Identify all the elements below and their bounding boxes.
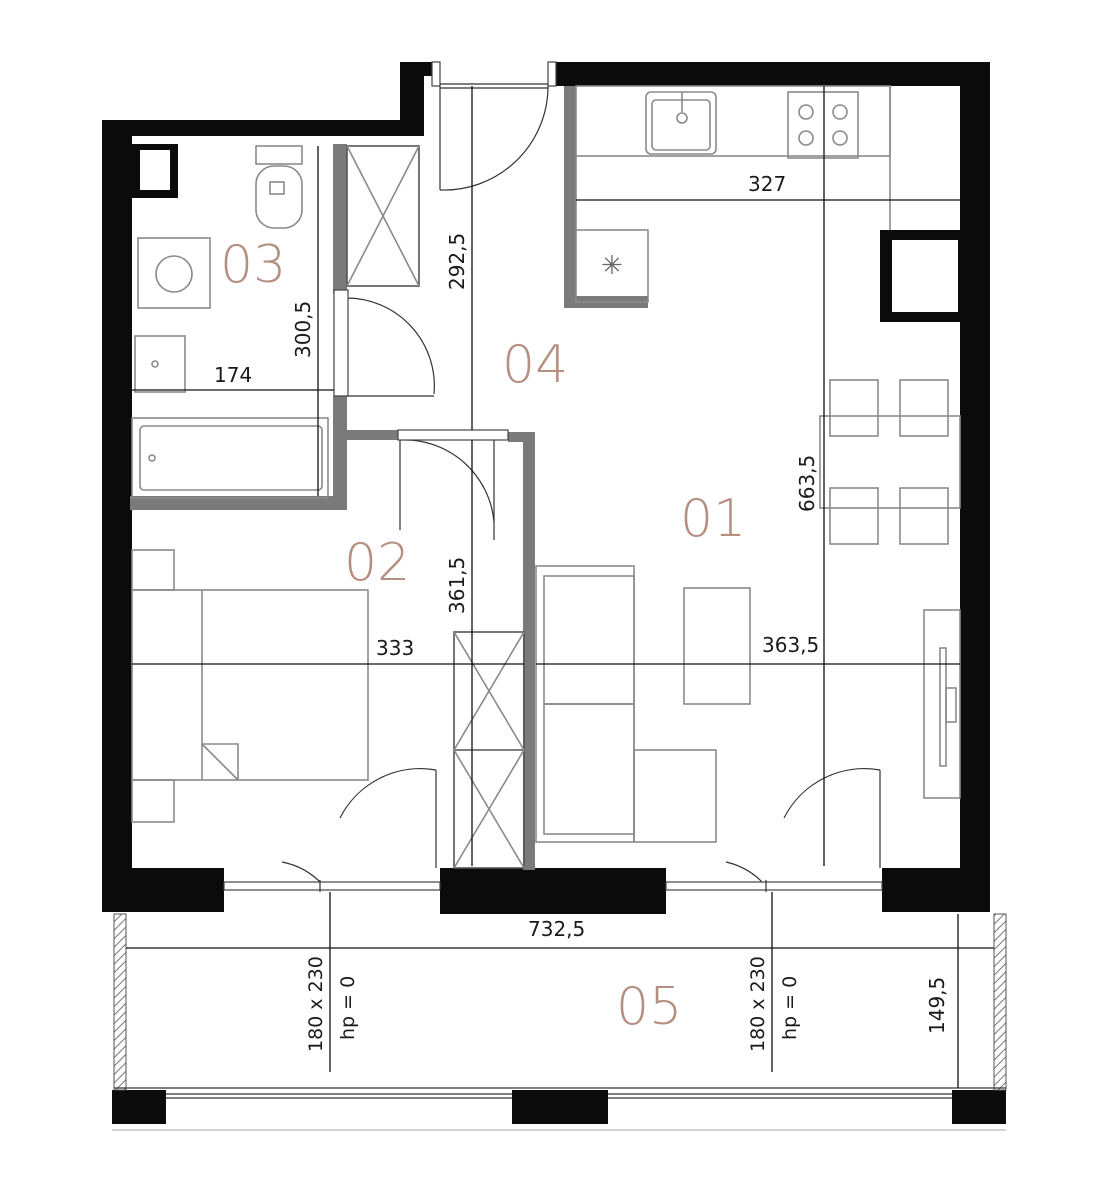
dim-balcony-depth: 149,5 — [925, 977, 949, 1034]
bathroom-fixtures — [131, 145, 420, 499]
living-furniture — [535, 565, 961, 843]
dim-living-width: 363,5 — [762, 633, 819, 657]
dining-set — [819, 379, 961, 545]
room-label-01: 01 — [680, 489, 746, 549]
outer-walls — [102, 62, 1006, 1124]
balcony — [112, 913, 1007, 1131]
dim-bedroom-length: 361,5 — [445, 557, 469, 614]
room-label-02: 02 — [344, 533, 410, 593]
inner-walls — [130, 86, 648, 870]
dim-hall-length: 292,5 — [445, 233, 469, 290]
dim-kitchen-width: 327 — [748, 172, 786, 196]
windows — [166, 61, 952, 1099]
room-label-05: 05 — [616, 977, 682, 1037]
door-note-right-size: 180 x 230 — [747, 956, 769, 1052]
dim-bath-width: 174 — [214, 363, 252, 387]
dimension-lines — [126, 86, 994, 1088]
room-label-04: 04 — [502, 335, 568, 395]
door-note-left-hp: hp = 0 — [337, 976, 359, 1040]
door-swings — [281, 85, 881, 885]
dim-balcony-width: 732,5 — [528, 917, 585, 941]
dim-bath-length: 300,5 — [291, 301, 315, 358]
dim-living-length: 663,5 — [795, 455, 819, 512]
dim-bedroom-width: 333 — [376, 636, 414, 660]
door-note-left-size: 180 x 230 — [305, 956, 327, 1052]
door-note-right-hp: hp = 0 — [779, 976, 801, 1040]
kitchen-fixtures: ✳ — [575, 85, 891, 303]
bedroom-furniture — [131, 549, 525, 869]
room-label-03: 03 — [220, 235, 286, 295]
svg-text:✳: ✳ — [601, 251, 623, 281]
